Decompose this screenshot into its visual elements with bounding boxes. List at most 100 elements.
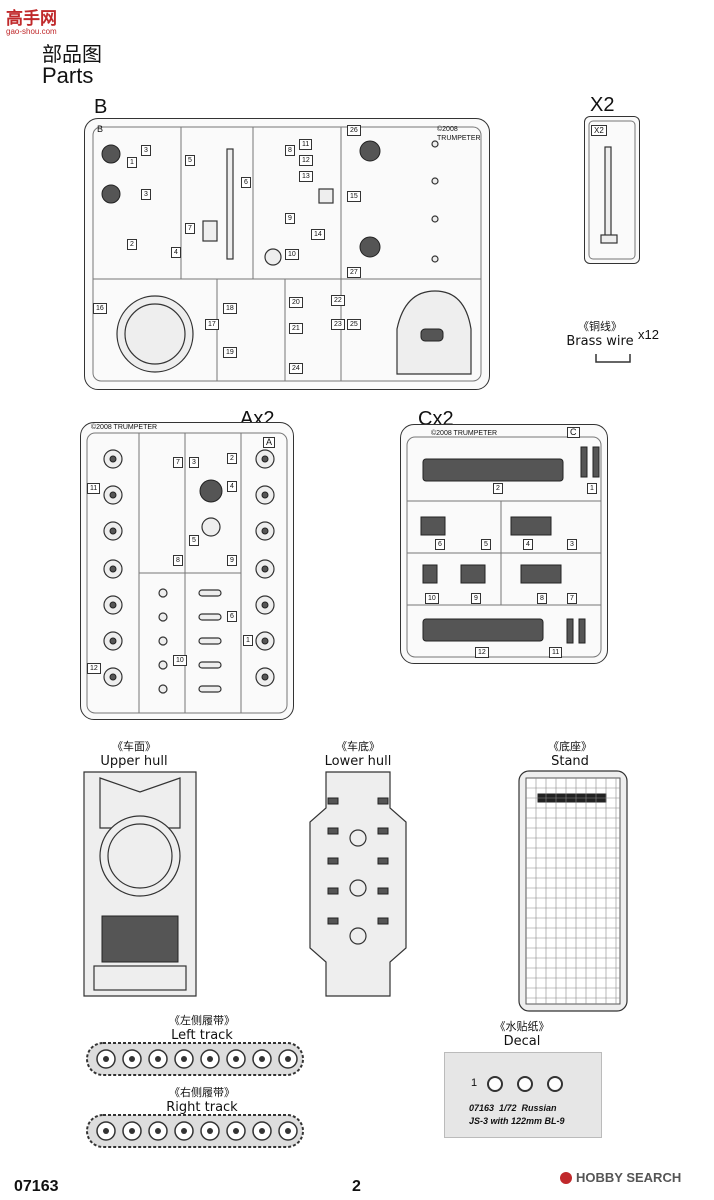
sprue-c-num: 7	[567, 593, 577, 604]
brass-wire-caption: 《铜线》 Brass wire	[560, 318, 640, 349]
sprue-b-num: 26	[347, 125, 361, 136]
upper-hull-cn: 《车面》	[112, 740, 156, 753]
stand-caption: 《底座》 Stand	[520, 738, 620, 769]
upper-hull-en: Upper hull	[100, 754, 168, 769]
sprue-x: X2	[584, 116, 640, 264]
sprue-a-num: 10	[173, 655, 187, 666]
sprue-b-num: 12	[299, 155, 313, 166]
sprue-b-num: 20	[289, 297, 303, 308]
watermark-icon	[560, 1171, 572, 1184]
sprue-a-num: 7	[173, 457, 183, 468]
brass-wire-en: Brass wire	[566, 334, 634, 349]
sprue-c-num: 3	[567, 539, 577, 550]
stand-cn: 《底座》	[548, 740, 592, 753]
sprue-a-num: 2	[227, 453, 237, 464]
lower-hull-caption: 《车底》 Lower hull	[308, 738, 408, 769]
logo-text: 高手网	[6, 9, 57, 29]
sprue-x-drawing	[588, 120, 636, 260]
sprue-b-num: 10	[285, 249, 299, 260]
sprue-c-copyright: ©2008 TRUMPETER	[431, 430, 498, 437]
sprue-b-copyright: ©2008 TRUMPETER	[437, 126, 481, 142]
watermark-text: HOBBY SEARCH	[576, 1170, 682, 1185]
sprue-a-num: 11	[87, 483, 101, 494]
sprue-b-num: 22	[331, 295, 345, 306]
brass-wire-cn: 《铜线》	[578, 320, 622, 333]
left-track-cn: 《左侧履带》	[169, 1014, 235, 1027]
sprue-b-num: 5	[185, 155, 195, 166]
left-track-en: Left track	[171, 1028, 233, 1043]
sprue-a-num: 12	[87, 663, 101, 674]
sprue-x-tag: X2	[591, 125, 607, 136]
sprue-b-num: 7	[185, 223, 195, 234]
decal-caption: 《水贴纸》 Decal	[472, 1018, 572, 1049]
sprue-b-num: 4	[171, 247, 181, 258]
sprue-c-num: 5	[481, 539, 491, 550]
right-track-en: Right track	[166, 1100, 238, 1115]
lower-hull-drawing	[309, 771, 407, 997]
sprue-b-num: 17	[205, 319, 219, 330]
brass-wire-drawing	[595, 354, 631, 363]
sprue-b-num: 24	[289, 363, 303, 374]
decal-index: 1	[471, 1077, 478, 1089]
sprue-a-drawing	[86, 432, 288, 714]
site-logo: 高手网 gao-shou.com	[6, 4, 57, 36]
left-track-drawing	[86, 1042, 304, 1076]
sprue-b-num: 9	[285, 213, 295, 224]
sprue-c-num: 11	[549, 647, 563, 658]
decal-cn: 《水贴纸》	[494, 1020, 550, 1033]
sprue-c: C ©2008 TRUMPETER 1 2 3 4 5 6 7 8 9 10 1…	[400, 424, 608, 664]
sprue-c-num: 9	[471, 593, 481, 604]
sprue-a-num: 5	[189, 535, 199, 546]
sprue-c-num: 1	[587, 483, 597, 494]
sprue-a: A ©2008 TRUMPETER 1 2 3 4 5 6 7 8 9 10 1…	[80, 422, 294, 720]
sprue-b-num: 23	[331, 319, 345, 330]
sprue-b: B ©2008 TRUMPETER 1 2 3 3 4 5 6 7 8 9 10…	[84, 118, 490, 390]
sprue-b-drawing	[92, 126, 482, 382]
sprue-b-num: 13	[299, 171, 313, 182]
stand-en: Stand	[551, 754, 589, 769]
decal-line1: 07163 1/72 Russian	[469, 1103, 557, 1113]
sprue-c-num: 10	[425, 593, 439, 604]
decal-en: Decal	[503, 1034, 541, 1049]
sprue-b-num: 25	[347, 319, 361, 330]
sprue-x-label: X2	[590, 94, 615, 116]
sprue-c-num: 6	[435, 539, 445, 550]
sprue-b-num: 6	[241, 177, 251, 188]
sprue-a-num: 3	[189, 457, 199, 468]
left-track-caption: 《左侧履带》 Left track	[142, 1012, 262, 1043]
sprue-b-num: 27	[347, 267, 361, 278]
right-track-cn: 《右侧履带》	[169, 1086, 235, 1099]
sprue-b-num: 16	[93, 303, 107, 314]
upper-hull-drawing	[83, 771, 197, 997]
sprue-b-num: 18	[223, 303, 237, 314]
sprue-b-num: 8	[285, 145, 295, 156]
sprue-c-num: 4	[523, 539, 533, 550]
lower-hull-cn: 《车底》	[336, 740, 380, 753]
stand-drawing	[518, 770, 628, 1012]
sprue-b-num: 11	[299, 139, 313, 150]
sprue-a-num: 1	[243, 635, 253, 646]
decal-marks	[487, 1076, 563, 1092]
sprue-b-num: 19	[223, 347, 237, 358]
right-track-caption: 《右侧履带》 Right track	[142, 1084, 262, 1115]
sprue-b-num: 21	[289, 323, 303, 334]
lower-hull-en: Lower hull	[324, 754, 392, 769]
sprue-c-drawing	[406, 436, 602, 658]
sprue-b-num: 3	[141, 145, 151, 156]
sprue-c-num: 2	[493, 483, 503, 494]
sprue-a-tag: A	[263, 437, 276, 448]
sprue-b-num: 14	[311, 229, 325, 240]
sprue-a-num: 4	[227, 481, 237, 492]
watermark: HOBBY SEARCH	[560, 1170, 681, 1185]
right-track-drawing	[86, 1114, 304, 1148]
decal-line2: JS-3 with 122mm BL-9	[469, 1116, 565, 1126]
page-title-en: Parts	[42, 63, 94, 88]
sprue-a-num: 6	[227, 611, 237, 622]
sprue-a-num: 9	[227, 555, 237, 566]
sprue-b-num: 15	[347, 191, 361, 202]
sprue-b-num: 1	[127, 157, 137, 168]
sprue-c-num: 8	[537, 593, 547, 604]
sprue-c-num: 12	[475, 647, 489, 658]
sprue-a-copyright: ©2008 TRUMPETER	[91, 424, 158, 431]
decal-sheet: 1 07163 1/72 Russian JS-3 with 122mm BL-…	[444, 1052, 602, 1138]
